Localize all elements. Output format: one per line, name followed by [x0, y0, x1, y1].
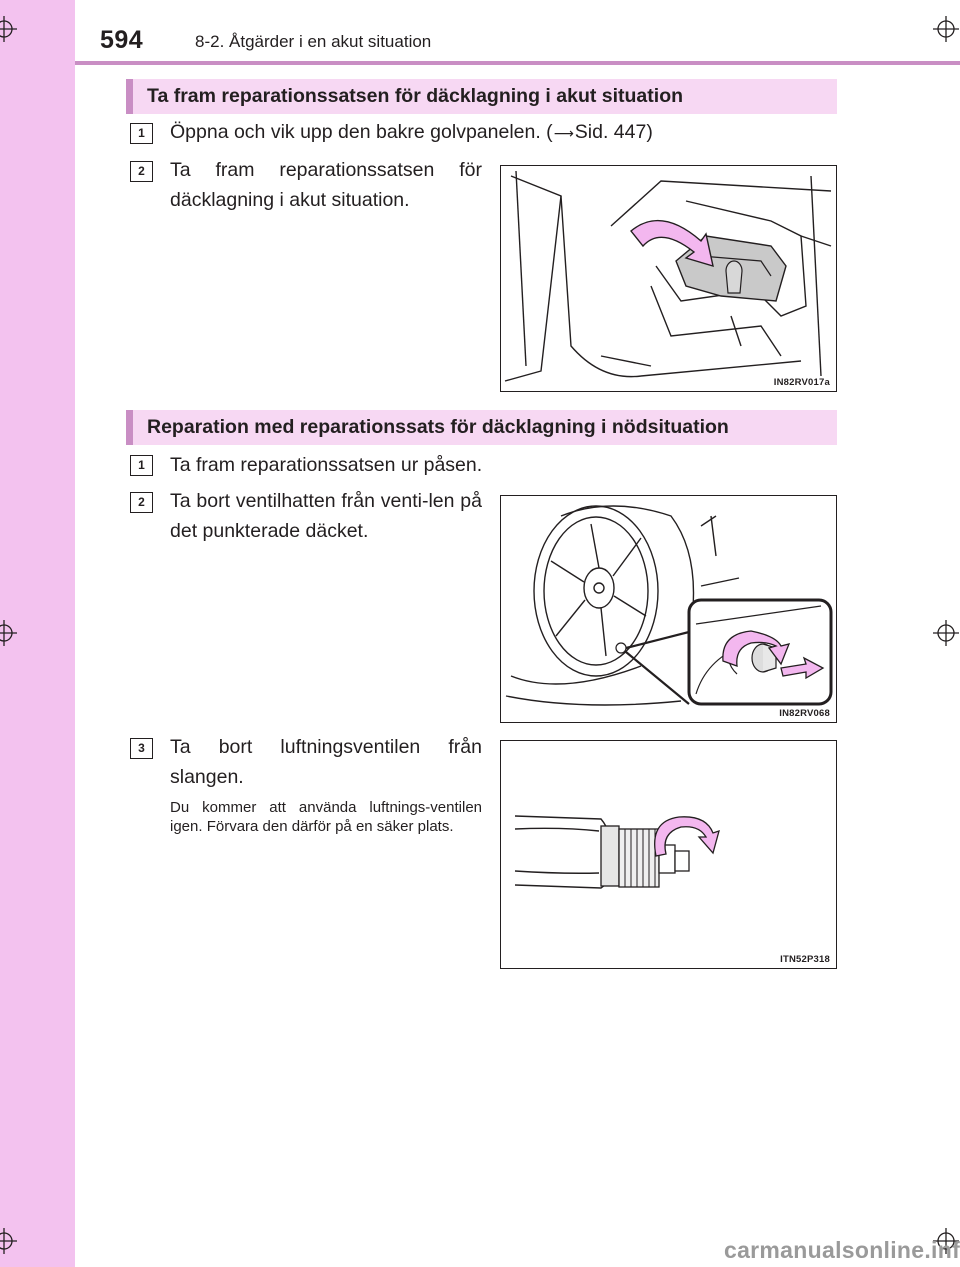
crosshair-icon: [0, 16, 17, 42]
floor-panel-illustration: [504, 170, 832, 382]
step-number: 2: [130, 161, 153, 182]
step-number: 3: [130, 738, 153, 759]
step-number: 2: [130, 492, 153, 513]
footer-watermark[interactable]: carmanualsonline.info: [724, 1237, 960, 1263]
step-text: Ta bort luftningsventilen från slangen.: [170, 736, 482, 788]
step-number: 1: [130, 123, 153, 144]
step-text: Ta fram reparationssatsen för däcklagnin…: [170, 159, 482, 211]
step-text: Ta bort ventilhatten från venti-len på d…: [170, 490, 482, 542]
crosshair-icon: [0, 620, 17, 646]
figure-code: IN82RV068: [779, 708, 830, 719]
step-text: Öppna och vik upp den bakre golvpanelen.…: [170, 117, 653, 148]
page-number: 594: [100, 26, 144, 54]
valve-cap-illustration: [505, 505, 833, 706]
step-number: 1: [130, 455, 153, 476]
figure-code: IN82RV017a: [773, 377, 830, 388]
air-bleed-valve-illustration: [514, 815, 720, 889]
crosshair-icon: [933, 16, 959, 42]
header-rule: [75, 61, 960, 65]
crosshair-icon: [0, 1228, 17, 1254]
crosshair-icon: [933, 620, 959, 646]
figure-air-bleed-valve: ITN52P318: [500, 740, 837, 969]
crosshair-icon: [933, 1228, 959, 1254]
step-text: Ta fram reparationssatsen ur påsen.: [170, 454, 483, 476]
step-note: Du kommer att använda luftnings-ventilen…: [170, 799, 482, 835]
section-title: Ta fram reparationssatsen för däcklagnin…: [126, 79, 837, 114]
right-arrow-icon: ⟶: [553, 125, 574, 141]
figure-valve-cap: IN82RV068: [500, 495, 837, 723]
figure-floor-panel: IN82RV017a: [500, 165, 837, 392]
section-title: Reparation med reparationssats för däckl…: [126, 410, 837, 445]
figure-code: ITN52P318: [780, 954, 830, 965]
chapter-title: 8-2. Åtgärder i en akut situation: [195, 32, 432, 51]
